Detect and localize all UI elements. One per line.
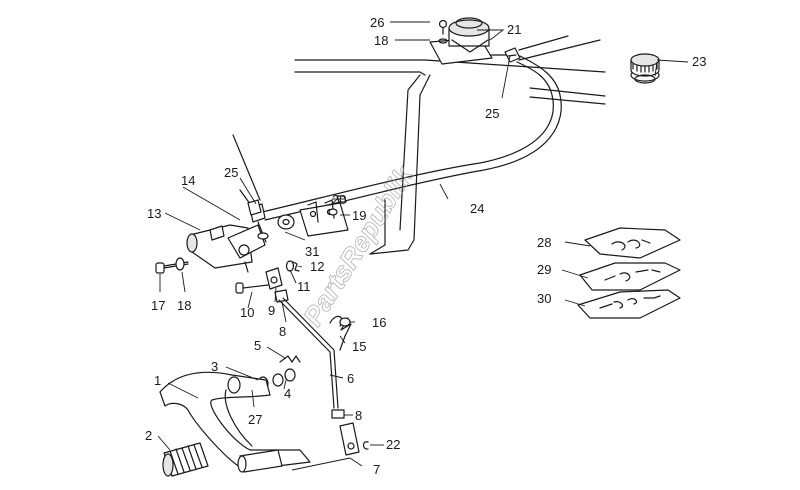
callout-8-upper: 8 <box>279 324 286 339</box>
washer-18 <box>175 257 185 271</box>
seal-kit-30 <box>577 289 681 319</box>
washer-11 <box>285 260 295 272</box>
callout-13: 13 <box>147 206 161 221</box>
callout-28: 28 <box>537 235 551 250</box>
seal-kit-29 <box>579 262 681 291</box>
nut-8-upper <box>274 289 289 303</box>
callout-27: 27 <box>248 412 262 427</box>
washer-4 <box>272 368 296 387</box>
pedal-peg <box>237 449 283 473</box>
nut-8-lower <box>331 409 345 419</box>
spacer-31 <box>277 214 295 230</box>
reservoir-screw <box>438 19 448 35</box>
reservoir-cap <box>630 53 660 84</box>
seal-kit-28 <box>584 227 681 259</box>
callout-7: 7 <box>373 462 380 477</box>
callout-25-lower: 25 <box>224 165 238 180</box>
callout-21: 21 <box>507 22 521 37</box>
callout-23: 23 <box>692 54 706 69</box>
clip-12 <box>292 261 300 272</box>
foot-peg-rubber <box>162 442 209 477</box>
push-rod <box>278 297 339 409</box>
callout-3: 3 <box>211 359 218 374</box>
callout-26: 26 <box>370 15 384 30</box>
bolt-10 <box>235 282 269 294</box>
callout-6: 6 <box>347 371 354 386</box>
reservoir-washer <box>438 38 448 44</box>
callout-labels: 26 18 21 25 23 24 20 19 31 25 14 13 12 1… <box>145 15 706 477</box>
callout-18-upper: 18 <box>374 33 388 48</box>
callout-1: 1 <box>154 373 161 388</box>
callout-18-lower: 18 <box>177 298 191 313</box>
callout-30: 30 <box>537 291 551 306</box>
washer-19 <box>328 208 338 216</box>
callout-9: 9 <box>268 303 275 318</box>
frame-outline <box>232 35 606 255</box>
hose-clamp-upper <box>504 47 521 63</box>
callout-16: 16 <box>372 315 386 330</box>
spring-5 <box>279 355 301 363</box>
callout-12: 12 <box>310 259 324 274</box>
callout-22: 22 <box>386 437 400 452</box>
callout-29: 29 <box>537 262 551 277</box>
master-cylinder <box>186 224 266 273</box>
callout-20: 20 <box>332 192 346 207</box>
clevis <box>339 422 360 456</box>
callout-11: 11 <box>297 279 311 294</box>
pivot-block-9 <box>265 267 283 290</box>
callout-14: 14 <box>181 173 195 188</box>
callout-15: 15 <box>352 339 366 354</box>
callout-19: 19 <box>352 208 366 223</box>
callout-31: 31 <box>305 244 319 259</box>
callout-5: 5 <box>254 338 261 353</box>
callout-10: 10 <box>240 305 254 320</box>
brake-pedal <box>159 371 311 471</box>
callout-4: 4 <box>284 386 291 401</box>
callout-17: 17 <box>151 298 165 313</box>
brake-fluid-reservoir <box>429 17 511 65</box>
clip-22 <box>362 441 369 450</box>
callout-2: 2 <box>145 428 152 443</box>
leader-lines <box>157 21 689 471</box>
callout-25-upper: 25 <box>485 106 499 121</box>
callout-24: 24 <box>470 201 484 216</box>
spring-pin-16 <box>339 317 351 327</box>
brake-hose <box>261 55 562 221</box>
callout-8-lower: 8 <box>355 408 362 423</box>
